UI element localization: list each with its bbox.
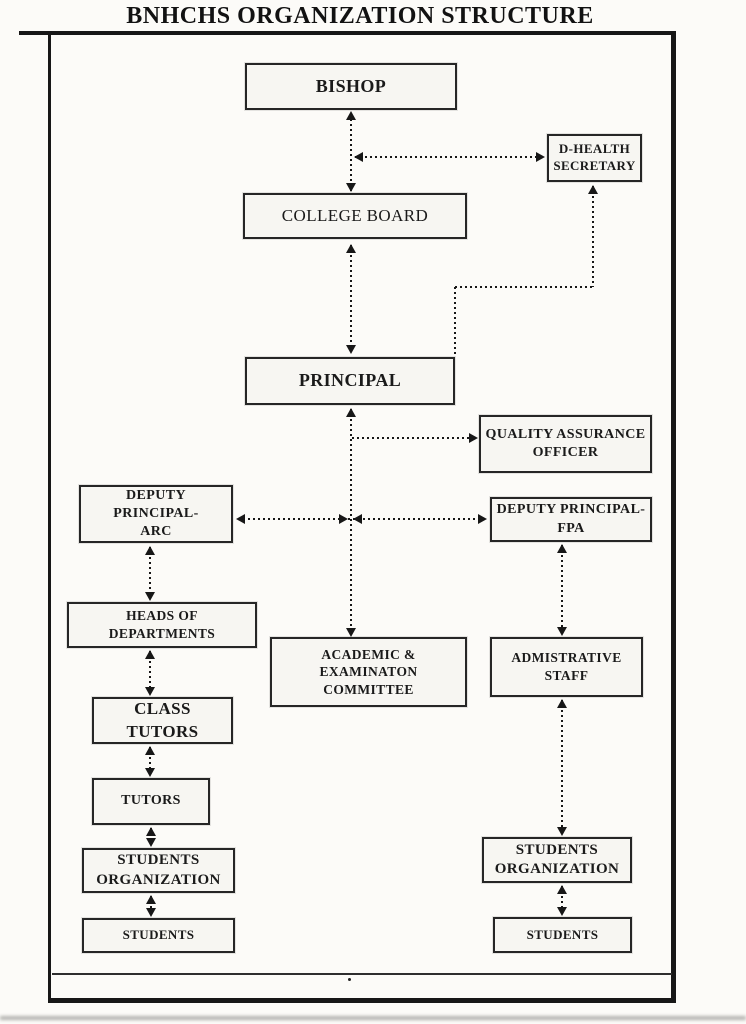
arrowhead-up-icon	[557, 699, 567, 708]
node-academic-examination-committee-label: ACADEMIC & EXAMINATON COMMITTEE	[319, 646, 418, 697]
connector-principal-d-health-v1	[592, 186, 594, 287]
arrowhead-down-icon	[557, 827, 567, 836]
connector-trunk-d-health	[355, 156, 545, 158]
node-bishop-label: BISHOP	[315, 75, 387, 96]
connector-students-org-left-students-left	[150, 896, 152, 916]
arrowhead-left-icon	[353, 514, 362, 524]
arrowhead-left-icon	[236, 514, 245, 524]
node-students-organization-right: STUDENTS ORGANIZATION	[482, 837, 632, 883]
arrowhead-up-icon	[557, 885, 567, 894]
diagram-border-frame	[48, 31, 676, 1003]
node-students-right: STUDENTS	[493, 917, 632, 953]
node-d-health-secretary-label: D-HEALTH SECRETARY	[553, 141, 636, 173]
node-deputy-principal-arc-label: DEPUTY PRINCIPAL- ARC	[113, 487, 199, 540]
node-heads-of-departments: HEADS OF DEPARTMENTS	[67, 602, 257, 648]
arrowhead-down-icon	[346, 628, 356, 637]
arrowhead-up-icon	[346, 111, 356, 120]
node-administrative-staff-label: ADMISTRATIVE STAFF	[511, 650, 622, 683]
node-deputy-principal-fpa: DEPUTY PRINCIPAL- FPA	[490, 497, 652, 542]
node-students-left-label: STUDENTS	[122, 927, 195, 943]
stray-mark	[348, 978, 351, 981]
arrowhead-down-icon	[346, 183, 356, 192]
node-principal: PRINCIPAL	[245, 357, 455, 405]
arrowhead-up-icon	[346, 408, 356, 417]
node-students-organization-right-label: STUDENTS ORGANIZATION	[494, 841, 620, 878]
arrowhead-down-icon	[145, 592, 155, 601]
connector-class-tutors-tutors	[149, 747, 151, 776]
arrowhead-up-icon	[588, 185, 598, 194]
connector-college-board-principal	[350, 245, 352, 353]
node-tutors-label: TUTORS	[121, 793, 181, 809]
connector-dp-arc-heads	[149, 547, 151, 599]
connector-heads-class-tutors	[149, 651, 151, 694]
arrowhead-up-icon	[346, 244, 356, 253]
connector-principal-academic-committee	[350, 409, 352, 635]
arrowhead-down-icon	[146, 838, 156, 847]
arrowhead-down-icon	[146, 908, 156, 917]
arrowhead-right-icon	[339, 514, 348, 524]
arrowhead-up-icon	[145, 746, 155, 755]
node-students-organization-left-label: STUDENTS ORGANIZATION	[96, 852, 221, 888]
node-college-board-label: COLLEGE BOARD	[281, 205, 429, 225]
arrowhead-up-icon	[557, 544, 567, 553]
connector-bishop-college-board	[350, 114, 352, 191]
node-principal-label: PRINCIPAL	[298, 370, 402, 391]
node-college-board: COLLEGE BOARD	[243, 193, 467, 239]
arrowhead-down-icon	[145, 687, 155, 696]
arrowhead-up-icon	[146, 827, 156, 836]
title-underline	[19, 31, 53, 35]
node-students-right-label: STUDENTS	[526, 926, 599, 942]
arrowhead-down-icon	[557, 627, 567, 636]
node-tutors: TUTORS	[92, 778, 210, 825]
node-quality-assurance-officer: QUALITY ASSURANCE OFFICER	[479, 415, 652, 473]
node-bishop: BISHOP	[245, 63, 457, 110]
node-deputy-principal-fpa-label: DEPUTY PRINCIPAL- FPA	[496, 502, 646, 536]
arrowhead-down-icon	[557, 907, 567, 916]
arrowhead-up-icon	[146, 895, 156, 904]
inner-bottom-rule	[52, 973, 672, 975]
arrowhead-right-icon	[536, 152, 545, 162]
connector-principal-d-health-h	[455, 286, 593, 288]
connector-admin-staff-students-org-right	[561, 700, 563, 834]
node-academic-examination-committee: ACADEMIC & EXAMINATON COMMITTEE	[270, 637, 467, 707]
connector-principal-qa-officer	[352, 437, 469, 439]
node-administrative-staff: ADMISTRATIVE STAFF	[490, 637, 643, 697]
connector-tutors-students-org-left	[150, 828, 152, 846]
connector-students-org-right-students-right	[561, 886, 563, 915]
arrowhead-down-icon	[346, 345, 356, 354]
node-class-tutors: CLASS TUTORS	[92, 697, 233, 744]
arrowhead-right-icon	[478, 514, 487, 524]
node-quality-assurance-officer-label: QUALITY ASSURANCE OFFICER	[485, 426, 646, 460]
arrowhead-up-icon	[145, 650, 155, 659]
node-students-left: STUDENTS	[82, 918, 235, 953]
arrowhead-down-icon	[145, 768, 155, 777]
page-title: BNHCHS ORGANIZATION STRUCTURE	[126, 3, 594, 29]
node-d-health-secretary: D-HEALTH SECRETARY	[547, 134, 642, 182]
arrowhead-up-icon	[145, 546, 155, 555]
connector-dp-arc-dp-fpa	[238, 518, 486, 520]
connector-dp-fpa-admin-staff	[561, 545, 563, 634]
node-deputy-principal-arc: DEPUTY PRINCIPAL- ARC	[79, 485, 233, 543]
node-class-tutors-label: CLASS TUTORS	[126, 699, 199, 741]
node-heads-of-departments-label: HEADS OF DEPARTMENTS	[108, 608, 216, 641]
arrowhead-right-icon	[469, 433, 478, 443]
connector-principal-d-health-v2	[454, 287, 456, 357]
scan-edge-shadow	[0, 1016, 746, 1020]
node-students-organization-left: STUDENTS ORGANIZATION	[82, 848, 235, 893]
arrowhead-left-icon	[354, 152, 363, 162]
